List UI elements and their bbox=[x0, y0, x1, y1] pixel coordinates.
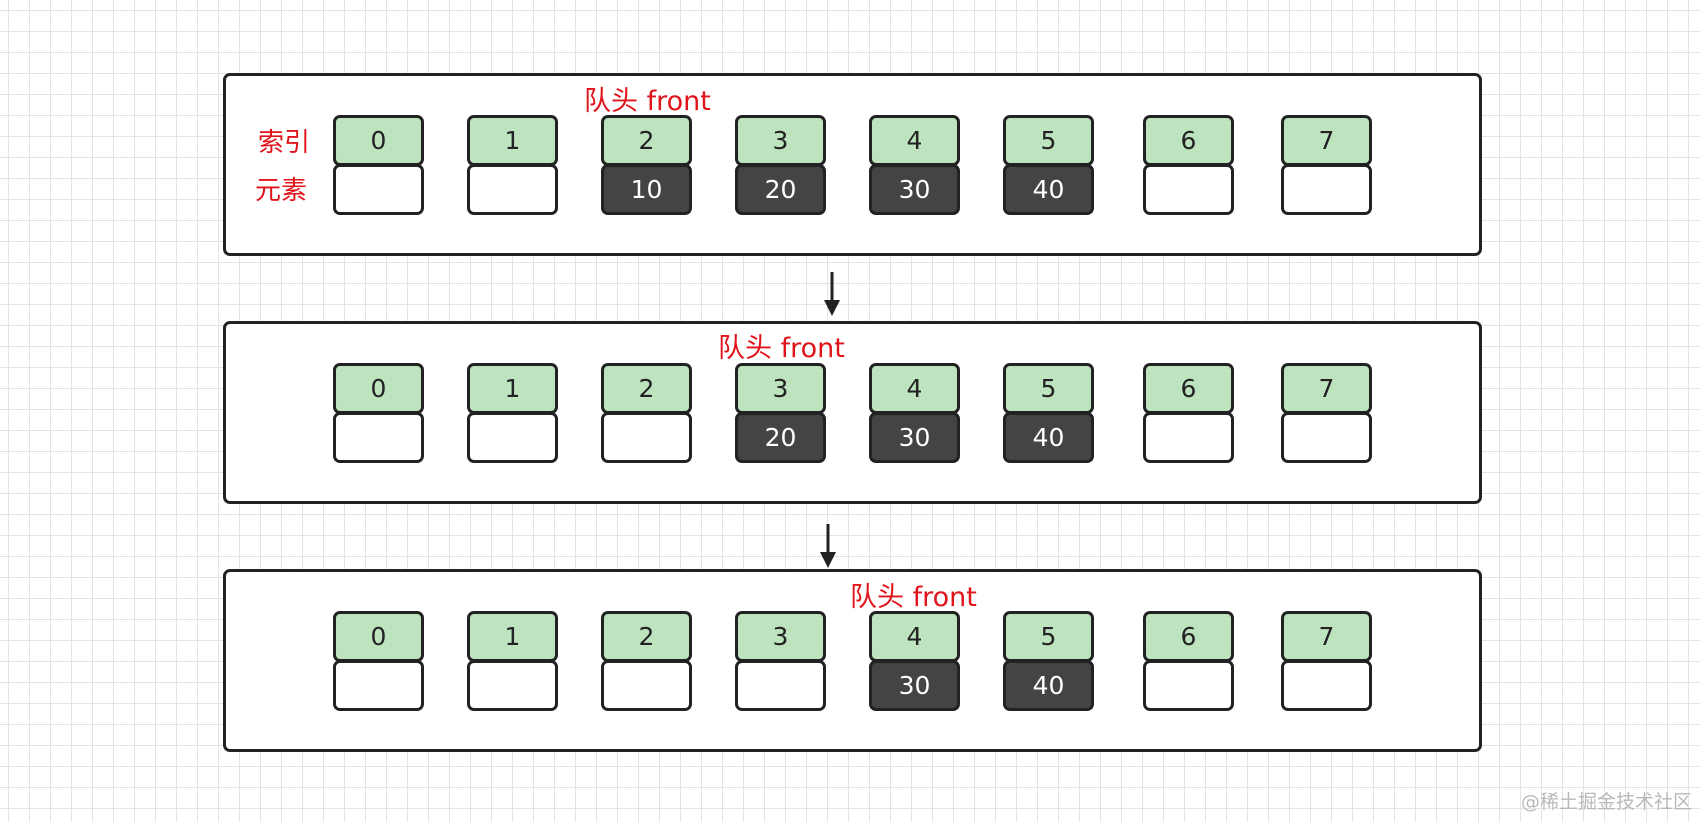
element-cell bbox=[601, 412, 692, 463]
index-cell: 4 bbox=[869, 363, 960, 414]
index-cell: 5 bbox=[1003, 115, 1094, 166]
index-cell: 5 bbox=[1003, 611, 1094, 662]
index-cell: 3 bbox=[735, 363, 826, 414]
queue-panel-2: 队头 front 0 1 2 3 20 4 30 5 40 6 7 bbox=[223, 321, 1482, 504]
element-cell bbox=[1143, 660, 1234, 711]
index-cell: 6 bbox=[1143, 115, 1234, 166]
index-cell: 0 bbox=[333, 115, 424, 166]
element-row-label: 元素 bbox=[255, 176, 308, 206]
index-cell: 6 bbox=[1143, 363, 1234, 414]
front-label: 队头 front bbox=[718, 333, 845, 364]
front-label: 队头 front bbox=[584, 86, 711, 117]
element-cell bbox=[467, 164, 558, 215]
index-cell: 7 bbox=[1281, 611, 1372, 662]
index-cell: 2 bbox=[601, 115, 692, 166]
element-cell bbox=[333, 412, 424, 463]
index-cell: 1 bbox=[467, 611, 558, 662]
element-cell: 10 bbox=[601, 164, 692, 215]
element-cell bbox=[467, 660, 558, 711]
front-label: 队头 front bbox=[850, 582, 977, 613]
element-cell bbox=[1143, 164, 1234, 215]
element-cell bbox=[1143, 412, 1234, 463]
element-cell: 30 bbox=[869, 660, 960, 711]
down-arrow-icon bbox=[820, 524, 836, 568]
index-cell: 3 bbox=[735, 611, 826, 662]
index-cell: 2 bbox=[601, 363, 692, 414]
queue-panel-3: 队头 front 0 1 2 3 4 30 5 40 6 7 bbox=[223, 569, 1482, 752]
down-arrow-icon bbox=[824, 272, 840, 316]
index-cell: 5 bbox=[1003, 363, 1094, 414]
element-cell bbox=[1281, 412, 1372, 463]
element-cell: 30 bbox=[869, 164, 960, 215]
index-cell: 1 bbox=[467, 363, 558, 414]
element-cell: 20 bbox=[735, 164, 826, 215]
index-cell: 2 bbox=[601, 611, 692, 662]
index-row-label: 索引 bbox=[258, 128, 311, 158]
index-cell: 7 bbox=[1281, 363, 1372, 414]
index-cell: 4 bbox=[869, 115, 960, 166]
element-cell bbox=[1281, 660, 1372, 711]
index-cell: 4 bbox=[869, 611, 960, 662]
element-cell: 40 bbox=[1003, 660, 1094, 711]
element-cell bbox=[333, 164, 424, 215]
watermark: @稀土掘金技术社区 bbox=[1520, 791, 1692, 813]
index-cell: 7 bbox=[1281, 115, 1372, 166]
element-cell bbox=[1281, 164, 1372, 215]
index-cell: 3 bbox=[735, 115, 826, 166]
element-cell: 40 bbox=[1003, 164, 1094, 215]
index-cell: 0 bbox=[333, 363, 424, 414]
element-cell bbox=[735, 660, 826, 711]
element-cell: 40 bbox=[1003, 412, 1094, 463]
element-cell bbox=[467, 412, 558, 463]
index-cell: 0 bbox=[333, 611, 424, 662]
queue-panel-1: 队头 front 索引 元素 0 1 2 10 3 20 4 30 5 40 6… bbox=[223, 73, 1482, 256]
element-cell: 20 bbox=[735, 412, 826, 463]
index-cell: 6 bbox=[1143, 611, 1234, 662]
element-cell bbox=[601, 660, 692, 711]
element-cell bbox=[333, 660, 424, 711]
element-cell: 30 bbox=[869, 412, 960, 463]
index-cell: 1 bbox=[467, 115, 558, 166]
